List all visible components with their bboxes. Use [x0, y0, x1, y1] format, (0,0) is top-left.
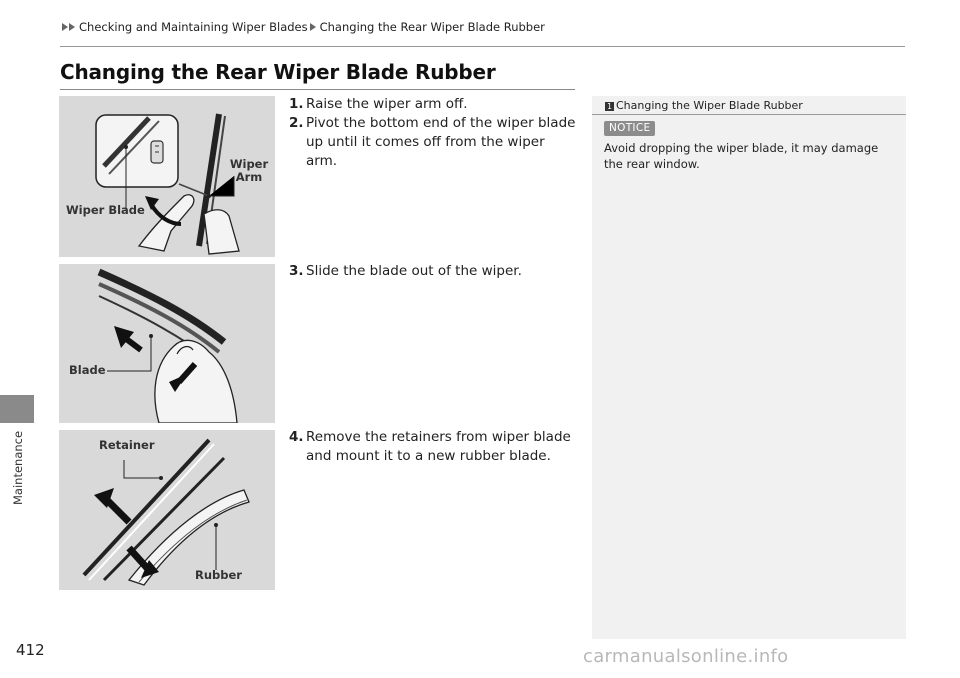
note-reference-icon: 1	[605, 102, 614, 111]
step-text: Remove the retainers from wiper blade an…	[306, 429, 571, 464]
figure-blade-slide: Blade	[59, 264, 275, 423]
watermark: carmanualsonline.info	[583, 646, 789, 667]
label-wiper-blade: Wiper Blade	[66, 203, 145, 217]
notice-badge: NOTICE	[604, 121, 656, 136]
step-number: 4.	[289, 429, 304, 445]
figure-wiper-arm: Wiper Blade Wiper Arm	[59, 96, 275, 257]
breadcrumb-link-wiper-blades[interactable]: Checking and Maintaining Wiper Blades	[79, 20, 308, 34]
breadcrumb: Checking and Maintaining Wiper Blades Ch…	[60, 20, 545, 34]
breadcrumb-arrow-icon	[309, 23, 317, 31]
header-rule	[60, 46, 905, 47]
label-wiper-arm-line2: Arm	[235, 170, 263, 184]
title-rule	[60, 89, 575, 90]
step-3: 3. Slide the blade out of the wiper.	[289, 262, 579, 281]
label-retainer: Retainer	[99, 438, 155, 452]
retainers-illustration	[82, 438, 250, 586]
label-wiper-arm-line1: Wiper	[229, 157, 269, 171]
breadcrumb-current: Changing the Rear Wiper Blade Rubber	[319, 20, 545, 34]
section-tab-label: Maintenance	[11, 430, 25, 505]
step-number: 2.	[289, 115, 304, 131]
figure-retainers: Retainer Rubber	[59, 430, 275, 590]
note-text: Avoid dropping the wiper blade, it may d…	[604, 141, 879, 171]
wiper-arm-illustration	[95, 113, 240, 255]
step-number: 3.	[289, 263, 304, 279]
breadcrumb-arrow-icon	[62, 23, 76, 31]
step-1: 1. Raise the wiper arm off.	[289, 95, 579, 114]
note-title-text: Changing the Wiper Blade Rubber	[616, 99, 803, 112]
blade-slide-illustration	[97, 268, 238, 423]
step-number: 1.	[289, 96, 304, 112]
label-rubber: Rubber	[195, 568, 242, 582]
step-2: 2. Pivot the bottom end of the wiper bla…	[289, 114, 579, 171]
label-blade: Blade	[69, 363, 106, 377]
step-text: Raise the wiper arm off.	[306, 96, 468, 112]
page-title: Changing the Rear Wiper Blade Rubber	[60, 60, 496, 84]
step-text: Pivot the bottom end of the wiper blade …	[306, 115, 576, 169]
section-tab-marker	[0, 395, 34, 423]
step-4: 4. Remove the retainers from wiper blade…	[289, 428, 579, 466]
step-text: Slide the blade out of the wiper.	[306, 263, 522, 279]
label-wiper-arm: Wiper Arm	[229, 158, 269, 184]
page-number: 412	[16, 641, 45, 659]
